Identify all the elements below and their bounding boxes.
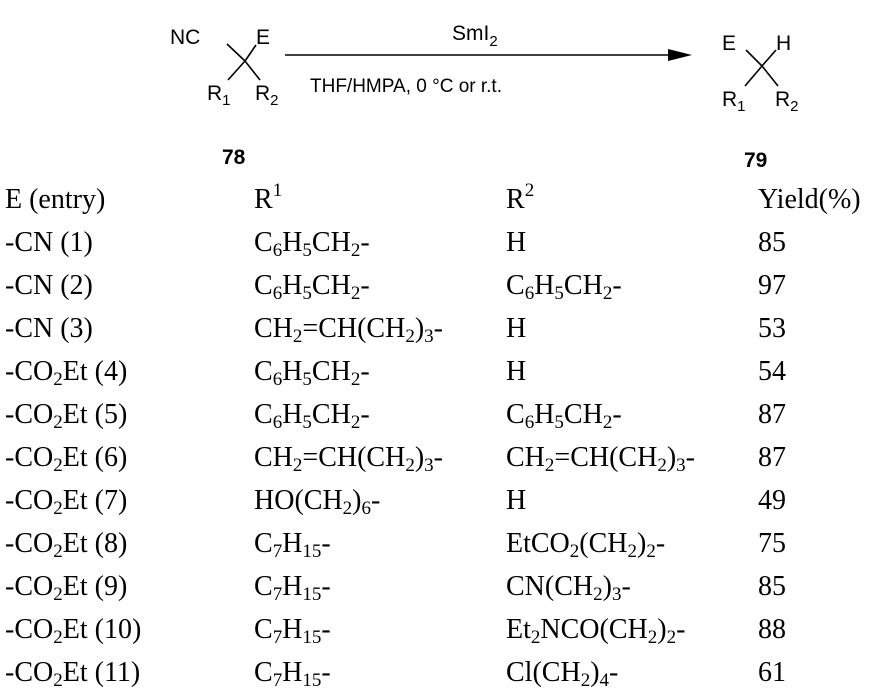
cell-r2: H: [506, 485, 527, 516]
reactant-r1-label: R1: [207, 82, 231, 109]
table-row: -CO2Et (5) C6H5CH2- C6H5CH2- 87: [0, 397, 892, 440]
cell-r2: Cl(CH2)4-: [506, 657, 619, 691]
header-yield: Yield(%): [758, 184, 861, 215]
cell-yield: 75: [758, 528, 786, 559]
cell-yield: 87: [758, 442, 786, 473]
cell-r2: EtCO2(CH2)2-: [506, 528, 666, 562]
cell-r1: HO(CH2)6-: [254, 485, 381, 519]
cell-yield: 97: [758, 270, 786, 301]
cell-yield: 54: [758, 356, 786, 387]
table-row: -CO2Et (7) HO(CH2)6- H 49: [0, 483, 892, 526]
cell-e-entry: -CO2Et (4): [5, 356, 128, 390]
reactant-structure: NC E R1 R2 78: [170, 26, 279, 169]
reactant-e-label: E: [256, 26, 270, 49]
table-row: -CO2Et (11) C7H15- Cl(CH2)4- 61: [0, 655, 892, 698]
product-h-label: H: [776, 32, 791, 55]
cell-e-entry: -CO2Et (10): [5, 614, 142, 648]
cell-r1: C6H5CH2-: [254, 356, 370, 390]
cell-r2: CH2=CH(CH2)3-: [506, 442, 695, 476]
cell-r1: C6H5CH2-: [254, 227, 370, 261]
cell-r1: C6H5CH2-: [254, 399, 370, 433]
product-r1-label: R1: [722, 88, 746, 115]
cell-e-entry: -CO2Et (11): [5, 657, 141, 691]
cell-yield: 49: [758, 485, 786, 516]
cell-yield: 53: [758, 313, 786, 344]
cell-r2: H: [506, 356, 527, 387]
reagent-label: SmI2: [452, 22, 498, 50]
cell-r1: C7H15-: [254, 571, 331, 605]
reaction-arrow: SmI2 THF/HMPA, 0 °C or r.t.: [285, 22, 692, 97]
cell-yield: 85: [758, 571, 786, 602]
table-row: -CO2Et (10) C7H15- Et2NCO(CH2)2- 88: [0, 612, 892, 655]
cell-r1: C6H5CH2-: [254, 270, 370, 304]
cell-e-entry: -CN (1): [5, 227, 93, 258]
table-row: -CN (1) C6H5CH2- H 85: [0, 225, 892, 268]
cell-r2: CN(CH2)3-: [506, 571, 631, 605]
table-row: -CO2Et (9) C7H15- CN(CH2)3- 85: [0, 569, 892, 612]
cell-e-entry: -CO2Et (7): [5, 485, 128, 519]
table-row: -CO2Et (8) C7H15- EtCO2(CH2)2- 75: [0, 526, 892, 569]
cell-yield: 61: [758, 657, 786, 688]
cell-e-entry: -CO2Et (5): [5, 399, 128, 433]
cell-e-entry: -CO2Et (8): [5, 528, 128, 562]
cell-r1: C7H15-: [254, 614, 331, 648]
cell-yield: 87: [758, 399, 786, 430]
reaction-conditions: THF/HMPA, 0 °C or r.t.: [310, 76, 502, 97]
cell-r2: C6H5CH2-: [506, 270, 622, 304]
cell-e-entry: -CN (2): [5, 270, 93, 301]
table-row: -CO2Et (4) C6H5CH2- H 54: [0, 354, 892, 397]
cell-r1: CH2=CH(CH2)3-: [254, 442, 443, 476]
header-r2: R2: [506, 180, 535, 215]
reaction-scheme: NC E R1 R2 78 SmI2 THF/HMPA, 0 °C or r.t…: [170, 22, 799, 172]
cell-r1: CH2=CH(CH2)3-: [254, 313, 443, 347]
cell-r2: Et2NCO(CH2)2-: [506, 614, 686, 648]
cell-r2: H: [506, 313, 527, 344]
cell-r1: C7H15-: [254, 657, 331, 691]
product-structure: E H R1 R2 79: [722, 32, 799, 172]
reactant-nc-label: NC: [170, 26, 200, 49]
cell-yield: 88: [758, 614, 786, 645]
header-entry: E (entry): [5, 184, 106, 215]
table-header-row: E (entry) R1 R2 Yield(%): [0, 180, 892, 225]
cell-e-entry: -CO2Et (6): [5, 442, 128, 476]
compound-label-78: 78: [222, 146, 246, 169]
cell-e-entry: -CO2Et (9): [5, 571, 128, 605]
header-r1: R1: [254, 180, 283, 215]
product-e-label: E: [722, 32, 736, 55]
compound-label-79: 79: [744, 149, 767, 172]
table-row: -CN (2) C6H5CH2- C6H5CH2- 97: [0, 268, 892, 311]
product-r2-label: R2: [775, 88, 799, 115]
cell-e-entry: -CN (3): [5, 313, 93, 344]
table-row: -CO2Et (6) CH2=CH(CH2)3- CH2=CH(CH2)3- 87: [0, 440, 892, 483]
cell-r2: C6H5CH2-: [506, 399, 622, 433]
cell-r2: H: [506, 227, 527, 258]
table-row: -CN (3) CH2=CH(CH2)3- H 53: [0, 311, 892, 354]
cell-yield: 85: [758, 227, 786, 258]
cell-r1: C7H15-: [254, 528, 331, 562]
reactant-r2-label: R2: [255, 82, 279, 109]
